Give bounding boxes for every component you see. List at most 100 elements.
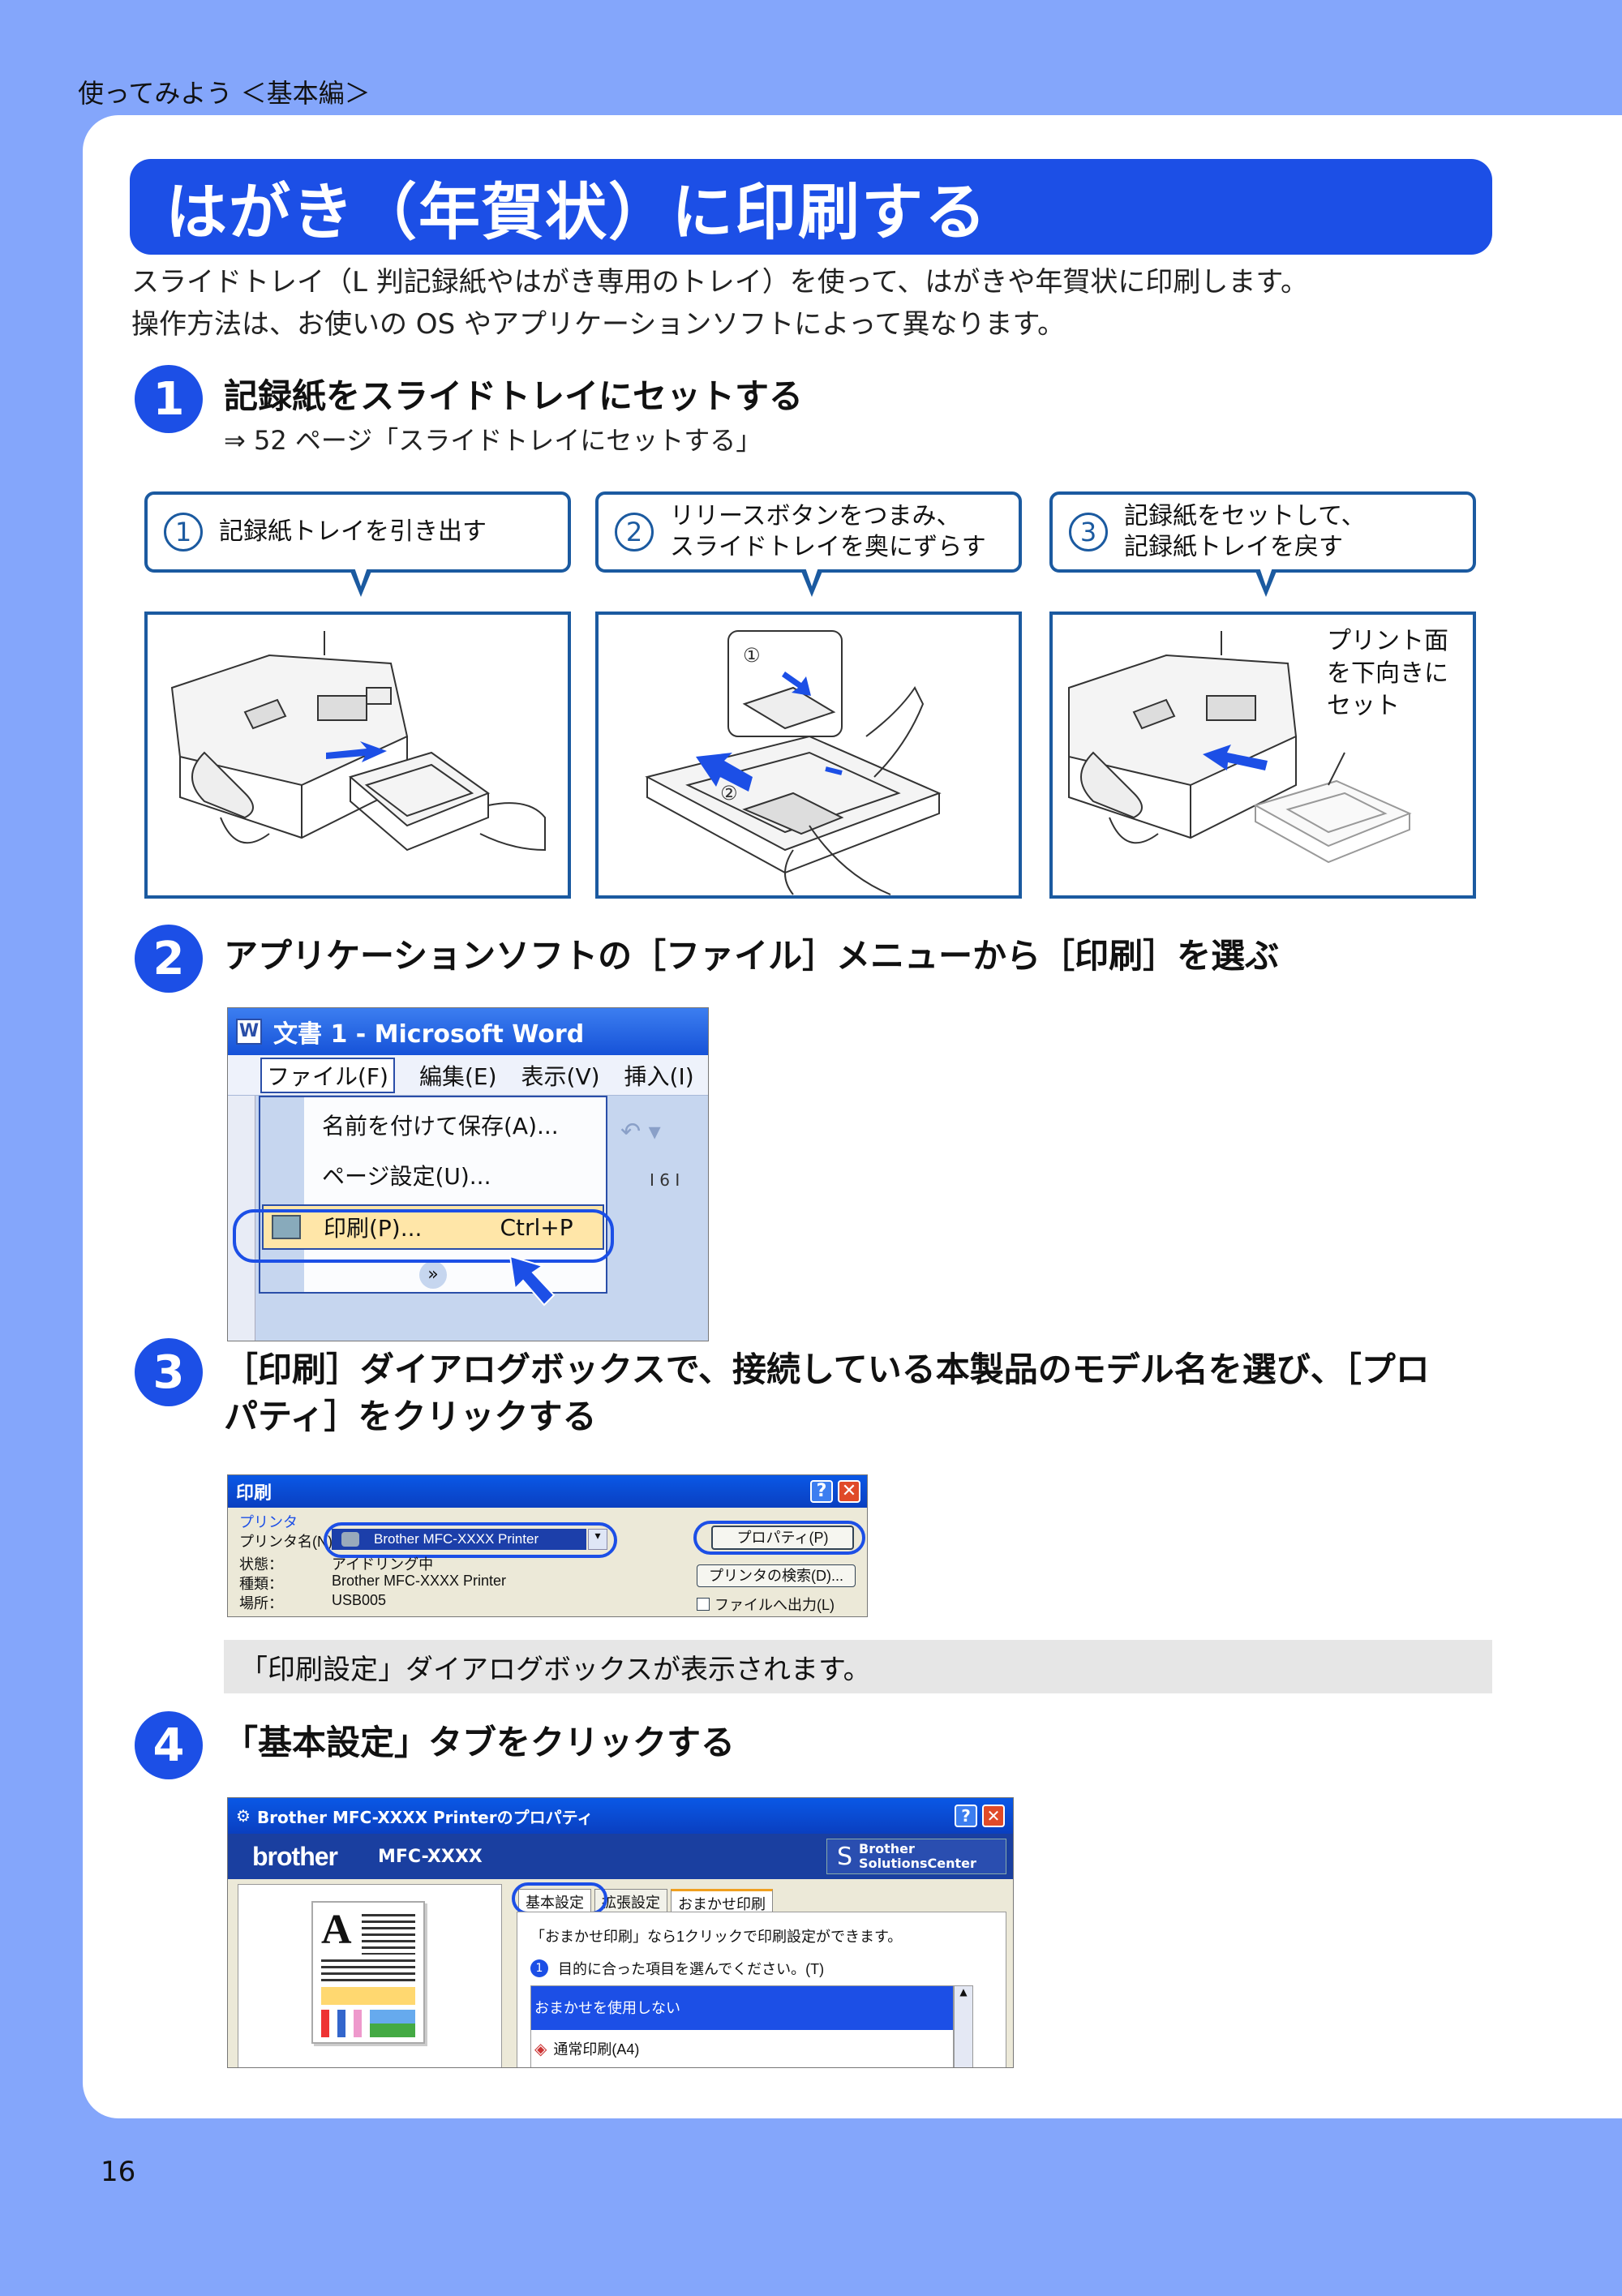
- callout-3: 3 記録紙をセットして、 記録紙トレイを戻す: [1049, 491, 1476, 597]
- word-title: 文書 1 - Microsoft Word: [273, 1020, 585, 1049]
- expand-menu-icon[interactable]: »: [419, 1261, 447, 1289]
- menu-insert[interactable]: 挿入(I): [624, 1062, 694, 1090]
- intro-line-2: 操作方法は、お使いの OS やアプリケーションソフトによって異なります。: [131, 308, 1066, 341]
- preview-panel: A: [238, 1884, 502, 2067]
- menu-item-save-as[interactable]: 名前を付けて保存(A)...: [322, 1113, 559, 1139]
- callout-2-pointer: [800, 565, 823, 597]
- undo-icon[interactable]: ↶ ▾: [620, 1118, 661, 1146]
- step-3-title: ［印刷］ダイアログボックスで、接続している本製品のモデル名を選び、［プロ パティ…: [224, 1346, 1430, 1440]
- highlight-ring-properties: [693, 1521, 865, 1555]
- highlight-ring-print: [233, 1209, 614, 1263]
- page-title-bar: はがき（年賀状）に印刷する: [130, 159, 1492, 255]
- list-item-normal-label: 通常印刷(A4): [553, 2041, 640, 2058]
- callout-1-pointer: [350, 565, 372, 597]
- printer-select-value: Brother MFC-XXXX Printer: [374, 1531, 539, 1547]
- step-3-title-line-2: パティ］をクリックする: [224, 1397, 597, 1436]
- properties-button[interactable]: プロパティ(P): [711, 1526, 854, 1550]
- scroll-up-icon[interactable]: ▲: [959, 1986, 968, 1998]
- properties-dialog-screenshot: ⚙ Brother MFC-XXXX Printerのプロパティ ? ✕ bro…: [227, 1797, 1014, 2068]
- printer-select[interactable]: Brother MFC-XXXX Printer: [332, 1529, 586, 1550]
- step-1-title: 記録紙をスライドトレイにセットする: [224, 376, 804, 416]
- callout-2: 2 リリースボタンをつまみ、 スライドトレイを奥にずらす: [595, 491, 1022, 597]
- solutions-line-2: SolutionsCenter: [859, 1856, 976, 1871]
- menu-edit[interactable]: 編集(E): [418, 1062, 497, 1090]
- find-printer-button[interactable]: プリンタの検索(D)...: [697, 1564, 856, 1587]
- status-value: アイドリング中: [332, 1556, 434, 1573]
- preview-lines-2: [321, 1959, 415, 1984]
- help-icon[interactable]: ?: [955, 1805, 977, 1827]
- tab-content: 「おまかせ印刷」なら1クリックで印刷設定ができます。 1 目的に合った項目を選ん…: [517, 1912, 1006, 2067]
- word-title-bar: W 文書 1 - Microsoft Word: [228, 1008, 708, 1055]
- instruction-text: 目的に合った項目を選んでください。(T): [558, 1961, 825, 1977]
- print-to-file-checkbox[interactable]: ファイルへ出力(L): [697, 1594, 835, 1615]
- close-icon[interactable]: ✕: [982, 1805, 1005, 1827]
- intro-line-1: スライドトレイ（L 判記録紙やはがき専用のトレイ）を使って、はがきや年賀状に印刷…: [131, 266, 1308, 298]
- highlight-ring-basic-tab: [512, 1882, 607, 1915]
- mode-list: おまかせを使用しない ◈ 通常印刷(A4): [530, 1985, 954, 2067]
- callout-3-pointer: [1255, 565, 1277, 597]
- callout-3-line-2: 記録紙トレイを戻す: [1124, 533, 1343, 561]
- step-one-icon: 1: [530, 1959, 548, 1977]
- printer-group-label: プリンタ: [239, 1514, 298, 1530]
- menu-item-page-setup[interactable]: ページ設定(U)...: [322, 1163, 491, 1190]
- callout-1: 1 記録紙トレイを引き出す: [144, 491, 571, 597]
- step-2-title: アプリケーションソフトの［ファイル］メニューから［印刷］を選ぶ: [224, 936, 1280, 976]
- brother-banner: brother MFC-XXXX S Brother SolutionsCent…: [228, 1834, 1013, 1879]
- solutions-center-button[interactable]: S Brother SolutionsCenter: [826, 1839, 1006, 1874]
- type-label: 種類：: [239, 1576, 283, 1592]
- type-value: Brother MFC-XXXX Printer: [332, 1573, 507, 1589]
- highlight-ring-printer-name: [324, 1522, 617, 1558]
- inset-marker-2: ②: [720, 782, 738, 805]
- preview-table: [321, 1987, 415, 2005]
- menu-file[interactable]: ファイル(F): [260, 1057, 395, 1093]
- print-face-line-1: プリント面: [1327, 627, 1448, 655]
- printer-drawing-1: [170, 631, 546, 852]
- step-4-number: 4: [135, 1711, 203, 1779]
- model-name: MFC-XXXX: [378, 1846, 483, 1867]
- step-3-title-line-1: ［印刷］ダイアログボックスで、接続している本製品のモデル名を選び、［プロ: [224, 1350, 1430, 1389]
- printer-name-label: プリンタ名(N):: [239, 1534, 337, 1550]
- callout-3-number: 3: [1069, 513, 1108, 551]
- print-to-file-label: ファイルへ出力(L): [714, 1597, 835, 1613]
- swoosh-icon: S: [837, 1842, 853, 1871]
- callout-1-line-1: 記録紙トレイを引き出す: [219, 517, 487, 546]
- brother-logo: brother: [252, 1841, 338, 1871]
- word-screenshot: W 文書 1 - Microsoft Word ファイル(F) 編集(E) 表示…: [227, 1007, 709, 1341]
- help-icon[interactable]: ?: [810, 1480, 833, 1503]
- document-icon: ◈: [534, 2039, 547, 2058]
- print-face-line-3: セット: [1327, 692, 1400, 720]
- printer-icon: [272, 1215, 301, 1239]
- step-3-number: 3: [135, 1338, 203, 1406]
- cursor-arrow-icon: [508, 1255, 556, 1307]
- status-label: 状態：: [239, 1556, 283, 1573]
- preview-letter: A: [321, 1907, 352, 1953]
- solutions-line-1: Brother: [859, 1841, 915, 1856]
- print-face-line-2: を下向きに: [1327, 659, 1448, 688]
- print-dialog-title-bar: 印刷 ? ✕: [228, 1475, 867, 1508]
- step-4-title: 「基本設定」タブをクリックする: [224, 1723, 736, 1762]
- close-icon[interactable]: ✕: [838, 1480, 860, 1503]
- preview-lines-1: [362, 1914, 415, 1955]
- illustration-pull-out-tray: [144, 612, 571, 899]
- step-2-number: 2: [135, 925, 203, 993]
- callout-1-number: 1: [164, 513, 203, 551]
- print-shortcut: Ctrl+P: [500, 1213, 573, 1241]
- callout-2-number: 2: [615, 513, 654, 551]
- word-app-icon: W: [236, 1019, 262, 1045]
- section-header: 使ってみよう ＜基本編＞: [78, 78, 371, 109]
- preview-photo: [370, 2010, 415, 2037]
- menu-view[interactable]: 表示(V): [521, 1062, 600, 1090]
- printer-title-icon: ⚙: [236, 1806, 251, 1826]
- callout-2-line-1: リリースボタンをつまみ、: [670, 502, 961, 530]
- print-dialog-title: 印刷: [236, 1483, 272, 1504]
- properties-title: Brother MFC-XXXX Printerのプロパティ: [256, 1807, 594, 1827]
- list-item-no-auto[interactable]: おまかせを使用しない: [531, 1986, 953, 2030]
- word-menu-bar: ファイル(F) 編集(E) 表示(V) 挿入(I): [228, 1055, 708, 1096]
- list-item-normal[interactable]: ◈ 通常印刷(A4): [531, 2030, 953, 2067]
- step-1-number: 1: [135, 365, 203, 433]
- page-title: はがき（年賀状）に印刷する: [165, 176, 988, 248]
- list-scrollbar[interactable]: ▲: [954, 1985, 973, 2067]
- step-1-reference: ⇒ 52 ページ「スライドトレイにセットする」: [224, 425, 762, 456]
- page-number: 16: [101, 2156, 136, 2188]
- instruction-row: 1 目的に合った項目を選んでください。(T): [530, 1958, 824, 1979]
